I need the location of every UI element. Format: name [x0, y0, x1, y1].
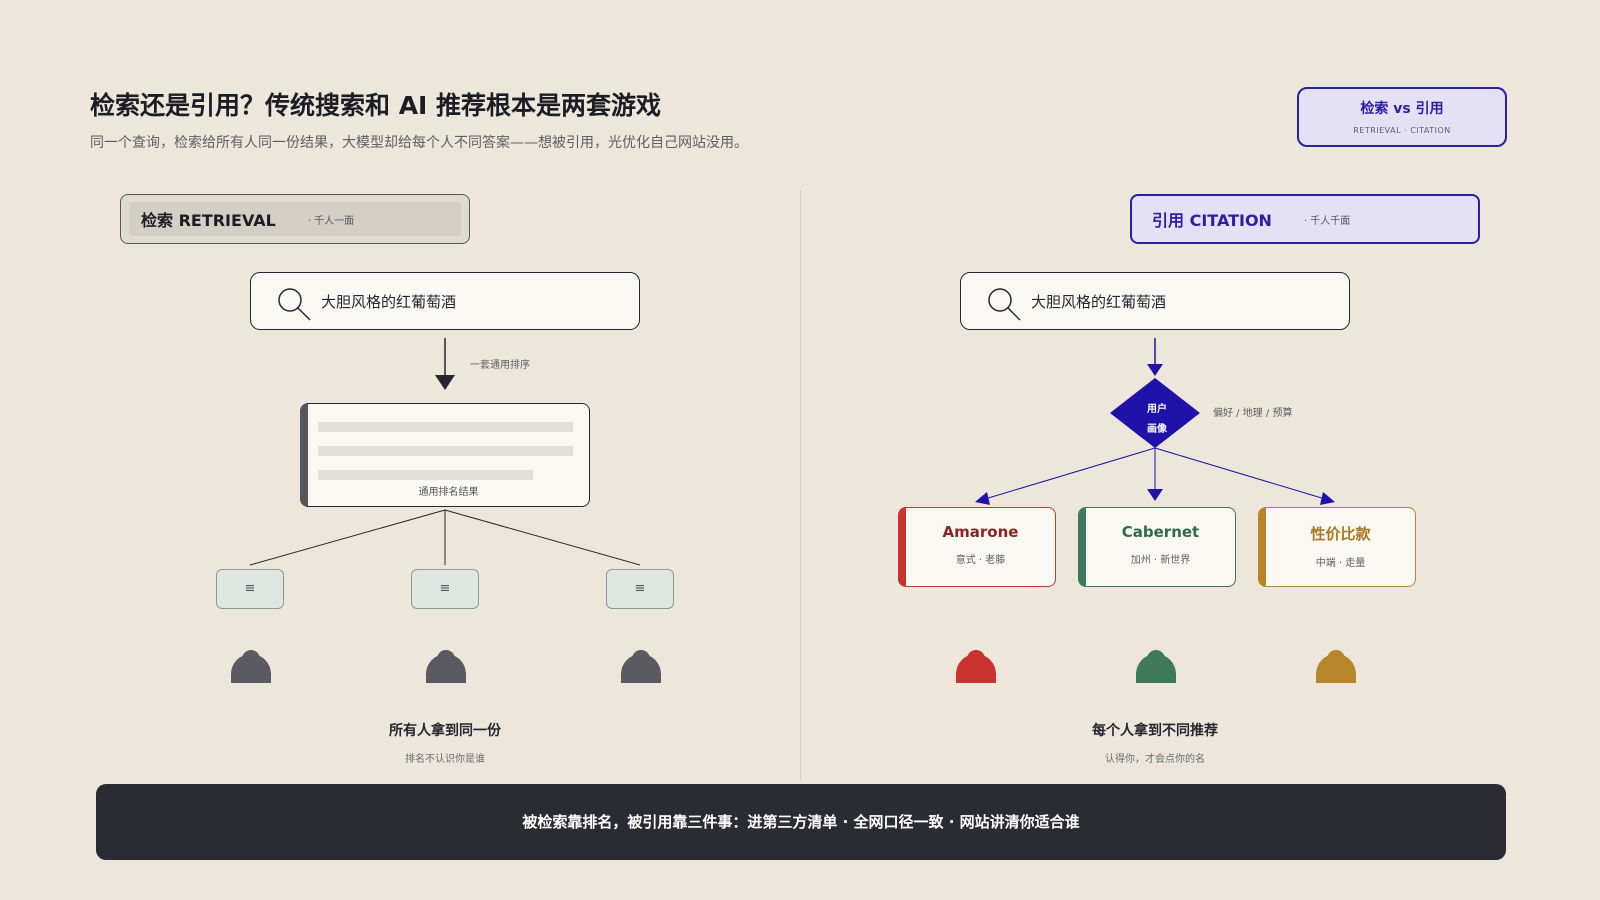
retrieval-caption-sub: 排名不认识你是谁: [405, 754, 485, 765]
user-icon: [231, 650, 271, 683]
card-subtitle: 加州 · 新世界: [1130, 555, 1191, 566]
citation-query-text: 大胆风格的红葡萄酒: [1031, 293, 1167, 311]
retrieval-header-label: 检索 RETRIEVAL: [141, 211, 276, 230]
citation-search-box[interactable]: 大胆风格的红葡萄酒: [960, 272, 1350, 330]
badge-subtitle: RETRIEVAL · CITATION: [1353, 126, 1451, 135]
retrieval-caption-main: 所有人拿到同一份: [389, 723, 501, 739]
conclusion-banner: 被检索靠排名，被引用靠三件事：进第三方清单 · 全网口径一致 · 网站讲清你适合…: [96, 784, 1506, 860]
user-icon: [956, 650, 996, 683]
user-profile-line2: 画像: [1147, 424, 1167, 435]
result-placeholder-bar: [318, 446, 573, 456]
comparison-badge: 检索 vs 引用 RETRIEVAL · CITATION: [1297, 87, 1507, 147]
search-icon: [988, 288, 1021, 321]
retrieval-header-fill: [129, 202, 461, 236]
profile-factors-label: 偏好 / 地理 / 预算: [1213, 408, 1293, 419]
retrieval-query-text: 大胆风格的红葡萄酒: [321, 293, 457, 311]
citation-caption: 每个人拿到不同推荐 认得你，才会点你的名: [1005, 720, 1305, 765]
card-subtitle: 意式 · 老藤: [955, 555, 1006, 566]
retrieval-search-box[interactable]: 大胆风格的红葡萄酒: [250, 272, 640, 330]
user-icon: [621, 650, 661, 683]
citation-caption-sub: 认得你，才会点你的名: [1105, 754, 1205, 765]
card-subtitle: 中端 · 走量: [1315, 558, 1366, 569]
citation-caption-main: 每个人拿到不同推荐: [1092, 723, 1218, 739]
retrieval-header-tag: · 千人一面: [307, 215, 355, 227]
center-divider: [800, 190, 801, 780]
citation-header-label: 引用 CITATION: [1152, 211, 1272, 230]
document-icon: ≡: [411, 569, 479, 609]
result-placeholder-bar: [318, 470, 533, 480]
retrieval-header: 检索 RETRIEVAL · 千人一面: [120, 194, 470, 244]
results-label: 通用排名结果: [418, 487, 479, 498]
card-title: Cabernet: [1121, 523, 1200, 541]
page-subtitle: 同一个查询，检索给所有人同一份结果，大模型却给每个人不同答案——想被引用，光优化…: [90, 135, 748, 151]
badge-title: 检索 vs 引用: [1360, 101, 1444, 117]
citation-header: 引用 CITATION · 千人千面: [1130, 194, 1480, 244]
user-icon: [1316, 650, 1356, 683]
search-icon: [278, 288, 311, 321]
user-profile-line1: 用户: [1147, 404, 1167, 415]
generic-results-card: 通用排名结果: [300, 403, 590, 507]
page-title: 检索还是引用？传统搜索和 AI 推荐根本是两套游戏: [90, 91, 662, 120]
recommendation-card-amarone: Amarone 意式 · 老藤: [898, 507, 1056, 587]
document-icon: ≡: [606, 569, 674, 609]
result-placeholder-bar: [318, 422, 573, 432]
user-icon: [1136, 650, 1176, 683]
citation-header-tag: · 千人千面: [1303, 215, 1351, 227]
recommendation-card-cabernet: Cabernet 加州 · 新世界: [1078, 507, 1236, 587]
document-icon: ≡: [216, 569, 284, 609]
user-profile-node: 用户 画像: [1137, 400, 1177, 440]
recommendation-card-value: 性价比款 中端 · 走量: [1258, 507, 1416, 587]
user-icon: [426, 650, 466, 683]
card-title: 性价比款: [1310, 525, 1371, 543]
card-title: Amarone: [942, 523, 1019, 541]
retrieval-caption: 所有人拿到同一份 排名不认识你是谁: [295, 720, 595, 765]
ranking-arrow-label: 一套通用排序: [470, 360, 530, 371]
